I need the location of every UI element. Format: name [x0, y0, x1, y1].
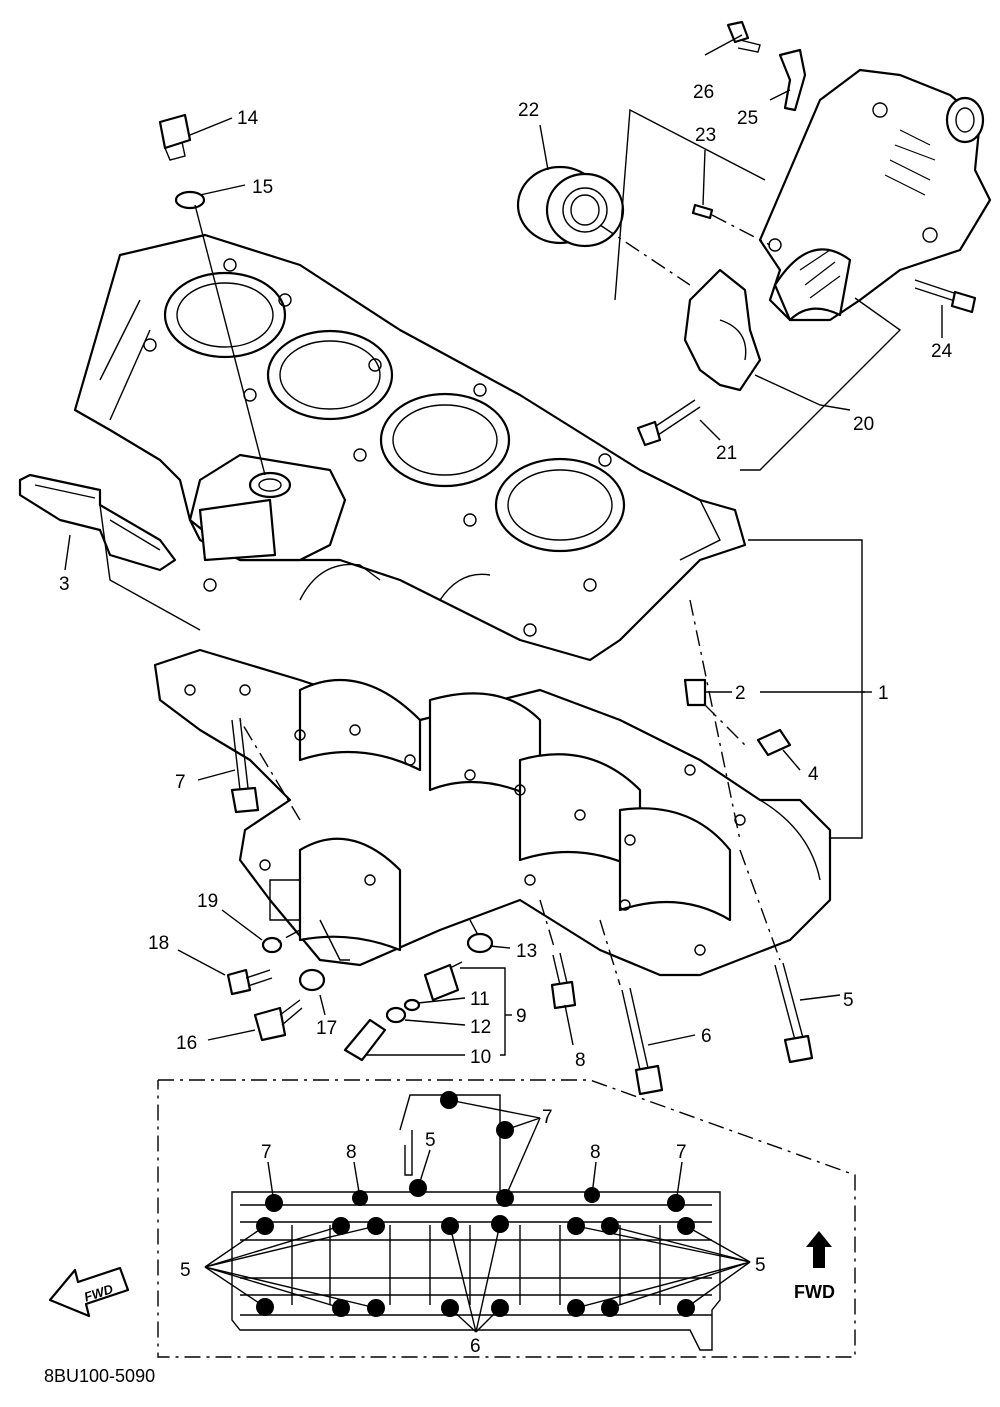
part-label-15: 15: [252, 177, 273, 198]
part-label-3: 3: [59, 574, 70, 595]
inset-label-7-right: 7: [676, 1142, 687, 1163]
bearing-cap: [683, 268, 762, 392]
part-label-14: 14: [237, 108, 259, 129]
bolt-layout-inset: 7 5 7 8 8 7 5 5 6: [157, 1079, 856, 1358]
inset-label-6: 6: [470, 1336, 481, 1357]
part-label-2: 2: [735, 683, 746, 704]
part-label-13: 13: [516, 941, 537, 962]
part-label-16: 16: [176, 1033, 197, 1054]
part-label-19: 19: [197, 891, 218, 912]
part-label-25: 25: [737, 108, 758, 129]
part-label-20: 20: [853, 414, 874, 435]
alignment-dash-lines: [239, 214, 781, 986]
fwd-up-arrow: FWD: [794, 1231, 835, 1302]
small-parts: [158, 20, 977, 1096]
bearing-22: [516, 165, 625, 248]
inset-label-8-right: 8: [590, 1142, 601, 1163]
part-label-7: 7: [175, 772, 186, 793]
part-label-18: 18: [148, 933, 169, 954]
inset-label-5-right: 5: [755, 1255, 766, 1276]
fwd-outline-arrow: FWD: [48, 1266, 130, 1318]
part-label-11: 11: [470, 989, 490, 1010]
part-label-22: 22: [518, 100, 539, 121]
part-label-26: 26: [693, 82, 714, 103]
lower-crankcase: [153, 648, 832, 977]
upper-crankcase: [73, 233, 747, 662]
diagram-code: 8BU100-5090: [44, 1366, 155, 1386]
inset-label-7-left: 7: [261, 1142, 272, 1163]
inset-label-5-left: 5: [180, 1260, 191, 1281]
crankcase-rear-cover: [758, 68, 992, 322]
part-label-9: 9: [516, 1006, 527, 1027]
part-number-labels: 1 2 3 4 5 6 7 8 9 10 11 12 13 14 15 16 1…: [59, 82, 953, 1071]
fwd-arrow-label: FWD: [794, 1282, 835, 1302]
part-label-17: 17: [316, 1018, 337, 1039]
part-label-6: 6: [701, 1026, 712, 1047]
part-label-10: 10: [470, 1047, 491, 1068]
part-label-23: 23: [695, 125, 716, 146]
part-label-5: 5: [843, 990, 854, 1011]
part-label-1: 1: [878, 683, 889, 704]
part-label-21: 21: [716, 443, 737, 464]
inset-bolt-dots: [256, 1091, 695, 1317]
part-label-8: 8: [575, 1050, 586, 1071]
inset-label-5-top: 5: [425, 1130, 436, 1151]
gasket-strip: [18, 473, 177, 572]
part-label-24: 24: [931, 341, 953, 362]
leader-lines: [64, 34, 943, 1056]
inset-label-8-left: 8: [346, 1142, 357, 1163]
inset-label-7-top: 7: [542, 1107, 553, 1128]
part-label-4: 4: [808, 764, 819, 785]
part-label-12: 12: [470, 1017, 491, 1038]
